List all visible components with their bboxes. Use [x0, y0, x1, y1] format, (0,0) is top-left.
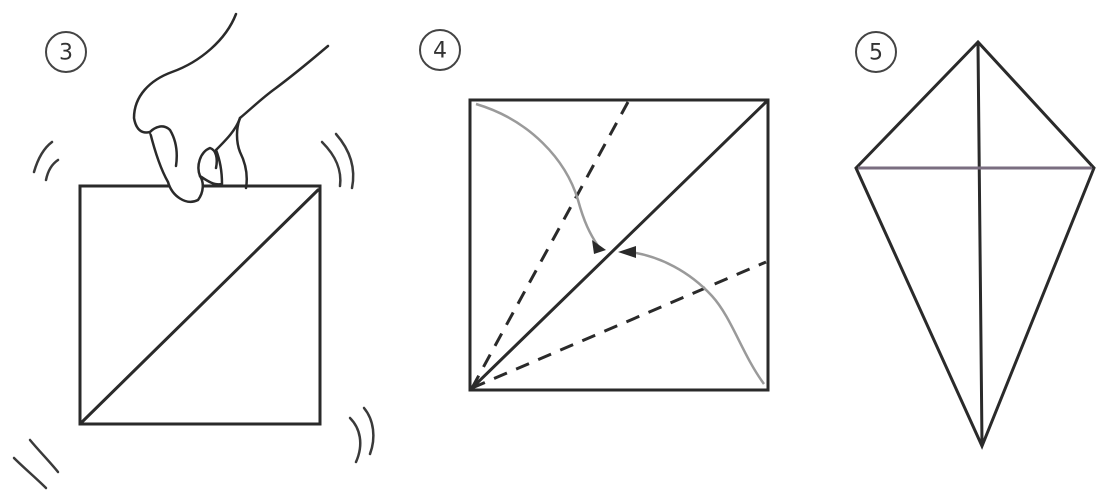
step-5-kite-spine — [976, 42, 984, 446]
step-3-panel: 3 — [12, 12, 375, 490]
step-3-motion-mark — [348, 416, 362, 464]
step-4-diagonal-crease — [470, 100, 768, 390]
step-5-badge: 5 — [855, 31, 897, 73]
hand-finger-middle — [197, 146, 218, 178]
step-4-badge: 4 — [419, 29, 461, 71]
step-5-circle — [855, 31, 897, 73]
step-5-kite-outline — [854, 39, 1096, 450]
step-3-motion-mark — [334, 132, 355, 190]
step-3-badge: 3 — [45, 31, 87, 73]
step-4-fold-arrow-top — [475, 102, 600, 247]
step-4-fold-line-top — [470, 101, 630, 389]
step-3-motion-mark — [32, 140, 54, 174]
step-3-number: 3 — [59, 41, 73, 66]
step-4-number: 4 — [433, 39, 447, 64]
hand-finger-left — [148, 125, 178, 168]
step-4-circle — [419, 29, 461, 71]
step-5-panel: 5 — [854, 31, 1096, 450]
step-3-circle — [45, 31, 87, 73]
step-4-fold-arrow-right — [629, 250, 766, 385]
hand-finger-right — [235, 116, 248, 190]
step-5-number: 5 — [869, 41, 883, 66]
step-4-panel: 4 — [419, 29, 770, 392]
step-4-fold-line-right — [471, 260, 767, 390]
step-3-motion-mark — [44, 158, 60, 182]
step-3-motion-mark — [320, 140, 342, 188]
hand-icon — [132, 12, 330, 203]
step-4-arrowhead-right — [618, 246, 636, 258]
step-3-diagonal-fold — [80, 188, 320, 424]
step-3-motion-mark — [12, 456, 48, 490]
step-3-motion-mark — [362, 406, 375, 456]
step-3-motion-mark — [28, 438, 60, 474]
step-4-arrowhead-top — [592, 240, 606, 254]
